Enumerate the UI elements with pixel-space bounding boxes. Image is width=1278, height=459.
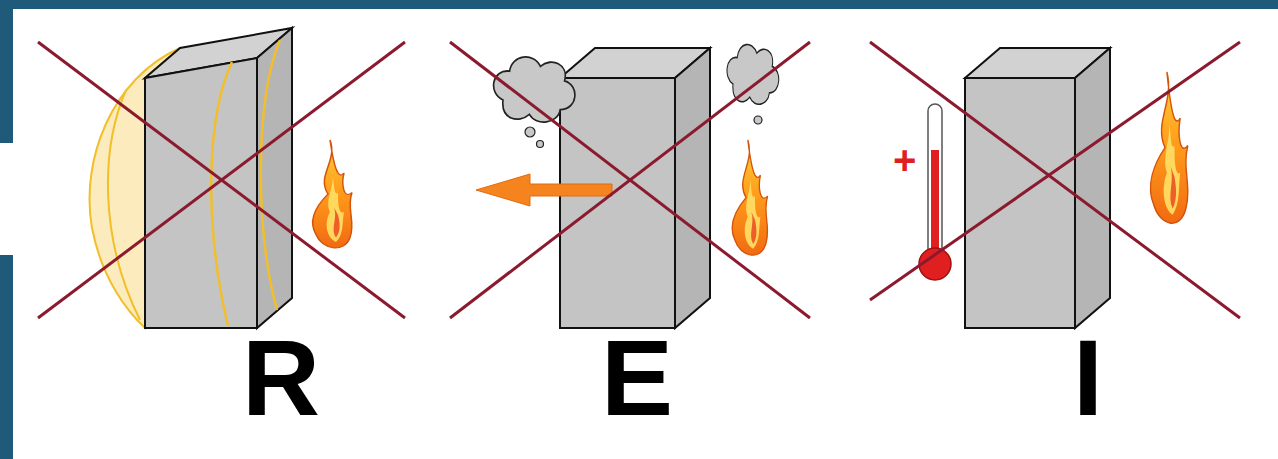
wall-i — [870, 42, 1240, 328]
side-bar — [0, 9, 13, 143]
letter-label: I — [1073, 324, 1103, 432]
top-bar — [0, 0, 1278, 9]
letter-label: E — [601, 324, 673, 432]
wall-r — [38, 28, 405, 328]
letter-label: R — [242, 324, 320, 432]
wall-e — [450, 42, 810, 328]
side-bar — [0, 255, 13, 459]
plus-sign: + — [893, 140, 916, 180]
